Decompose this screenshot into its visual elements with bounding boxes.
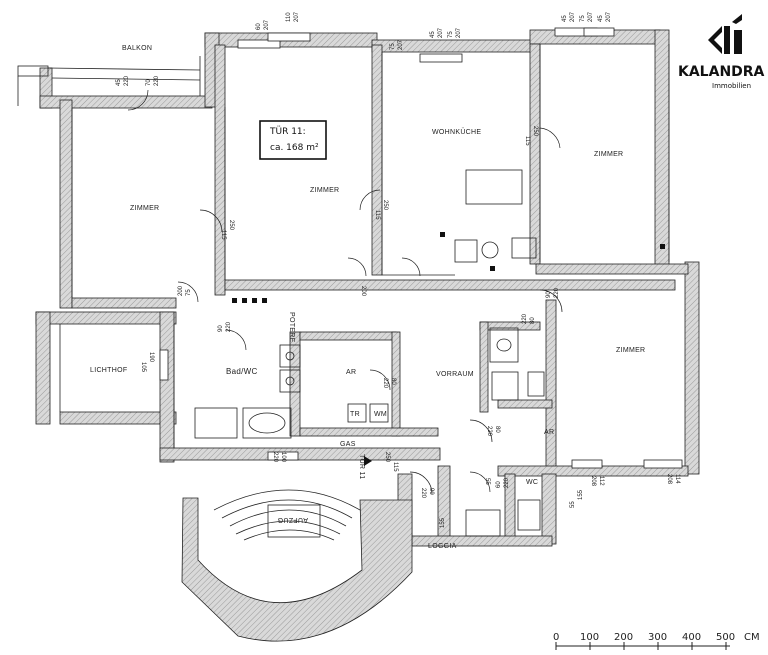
- dim-label: 207: [606, 11, 612, 22]
- dim-label: 75: [580, 15, 586, 22]
- dim-label: 115: [220, 230, 226, 240]
- scale-unit: CM: [744, 632, 760, 643]
- dim-label: 220: [124, 75, 130, 86]
- dim-label: 220: [272, 452, 278, 463]
- dim-label: 55: [484, 478, 490, 485]
- dim-label: 112: [598, 476, 604, 486]
- dim-label: 80: [494, 426, 500, 433]
- dim-label: 207: [294, 11, 300, 22]
- dim-label: 75: [186, 289, 192, 296]
- dim-label: 250: [384, 452, 390, 463]
- dim-label: 45: [598, 15, 604, 22]
- logo-subtitle: Immobilien: [712, 82, 751, 90]
- scale-tick-label: 0: [553, 632, 559, 643]
- dim-label: 207: [570, 11, 576, 22]
- room-zimmer-top-right: ZIMMER: [594, 151, 623, 158]
- room-ar-2: AR: [544, 429, 554, 436]
- dim-label: 207: [588, 11, 594, 22]
- unit-label-box: [259, 120, 327, 160]
- label-gas: GAS: [340, 441, 356, 448]
- logo-name: KALANDRA: [678, 64, 765, 80]
- walls: [35, 29, 700, 642]
- windows: [159, 27, 683, 469]
- room-zimmer-mid: ZIMMER: [310, 187, 339, 194]
- dim-label: 80: [530, 317, 536, 324]
- dim-label: 100: [280, 452, 286, 463]
- room-labels: BALKON ZIMMER ZIMMER WOHNKÜCHE ZIMMER ZI…: [90, 45, 645, 550]
- label-potere: POTERE: [288, 312, 295, 343]
- dim-label: 75: [448, 31, 454, 38]
- dim-label: 207: [264, 19, 270, 30]
- scale-tick-label: 400: [682, 632, 701, 643]
- dim-label: 220: [504, 477, 510, 488]
- room-balkon: BALKON: [122, 45, 152, 52]
- dim-label: 115: [524, 136, 530, 146]
- logo-mark-icon: [708, 26, 722, 54]
- dim-label: 90: [428, 488, 434, 495]
- dim-label: 70: [146, 79, 152, 86]
- dim-label: 220: [554, 287, 560, 298]
- dim-label: 90: [218, 325, 224, 332]
- dim-label: 250: [228, 220, 234, 231]
- dim-label: 60: [256, 23, 262, 30]
- dim-label: 90: [546, 291, 552, 298]
- room-zimmer-left: ZIMMER: [130, 205, 159, 212]
- room-ar-1: AR: [346, 369, 356, 376]
- scale-tick-label: 500: [716, 632, 735, 643]
- markers: [232, 232, 665, 466]
- dim-label: 190: [148, 352, 154, 363]
- dim-label: 45: [430, 31, 436, 38]
- dim-label: 250: [382, 200, 388, 211]
- dim-label: 110: [286, 12, 292, 22]
- dim-label: 105: [140, 362, 146, 373]
- dim-label: 207: [398, 39, 404, 50]
- dim-label: 45: [116, 79, 122, 86]
- dim-label: 115: [374, 210, 380, 220]
- dim-label: 75: [390, 43, 396, 50]
- dim-label: 115: [392, 462, 398, 472]
- dim-label: 220: [420, 488, 426, 499]
- dim-label: 207: [438, 27, 444, 38]
- dim-label: 250: [532, 126, 538, 137]
- scale-tick-label: 100: [580, 632, 599, 643]
- room-lichthof: LICHTHOF: [90, 367, 127, 374]
- door-swings: [127, 89, 563, 495]
- scale-bar: 0 100 200 300 400 500 CM: [553, 632, 760, 650]
- dimension-labels: 60 207 110 207 45 207 75 207 45 207 75 2…: [116, 11, 680, 528]
- brand-logo: KALANDRA Immobilien: [678, 14, 765, 90]
- scale-tick-label: 300: [648, 632, 667, 643]
- dim-label: 207: [456, 27, 462, 38]
- dim-label: 200: [360, 286, 366, 297]
- dim-label: 220: [382, 378, 388, 389]
- room-wohnkueche: WOHNKÜCHE: [432, 128, 481, 136]
- dim-label: 200: [178, 285, 184, 296]
- room-vorraum: VORRAUM: [436, 371, 474, 378]
- dim-label: 220: [226, 321, 232, 332]
- dim-label: 220: [522, 313, 528, 324]
- dim-label: 55: [570, 501, 576, 508]
- dim-label: 155: [578, 489, 584, 500]
- dim-label: 155: [440, 517, 446, 528]
- unit-label-line1: TÜR 11:: [269, 126, 306, 137]
- dim-label: 220: [486, 426, 492, 437]
- room-loggia: LOGGIA: [428, 543, 457, 550]
- label-tr: TR: [350, 411, 360, 418]
- dim-label: 80: [390, 378, 396, 385]
- dim-label: 220: [154, 75, 160, 86]
- room-zimmer-right: ZIMMER: [616, 347, 645, 354]
- dim-label: 208: [590, 476, 596, 487]
- label-tuer-11: TÜR 11: [358, 454, 366, 479]
- room-bad-wc: Bad/WC: [226, 367, 258, 376]
- dim-label: 208: [666, 474, 672, 485]
- label-wm: WM: [374, 411, 387, 418]
- room-wc: WC: [526, 479, 538, 486]
- dim-label: 60: [496, 481, 502, 488]
- unit-label-line2: ca. 168 m²: [270, 143, 319, 153]
- dim-label: 114: [674, 474, 680, 484]
- scale-tick-label: 200: [614, 632, 633, 643]
- dim-label: 45: [562, 15, 568, 22]
- outline-lines: [17, 44, 670, 541]
- room-aufzug: AUFZUG: [277, 516, 308, 523]
